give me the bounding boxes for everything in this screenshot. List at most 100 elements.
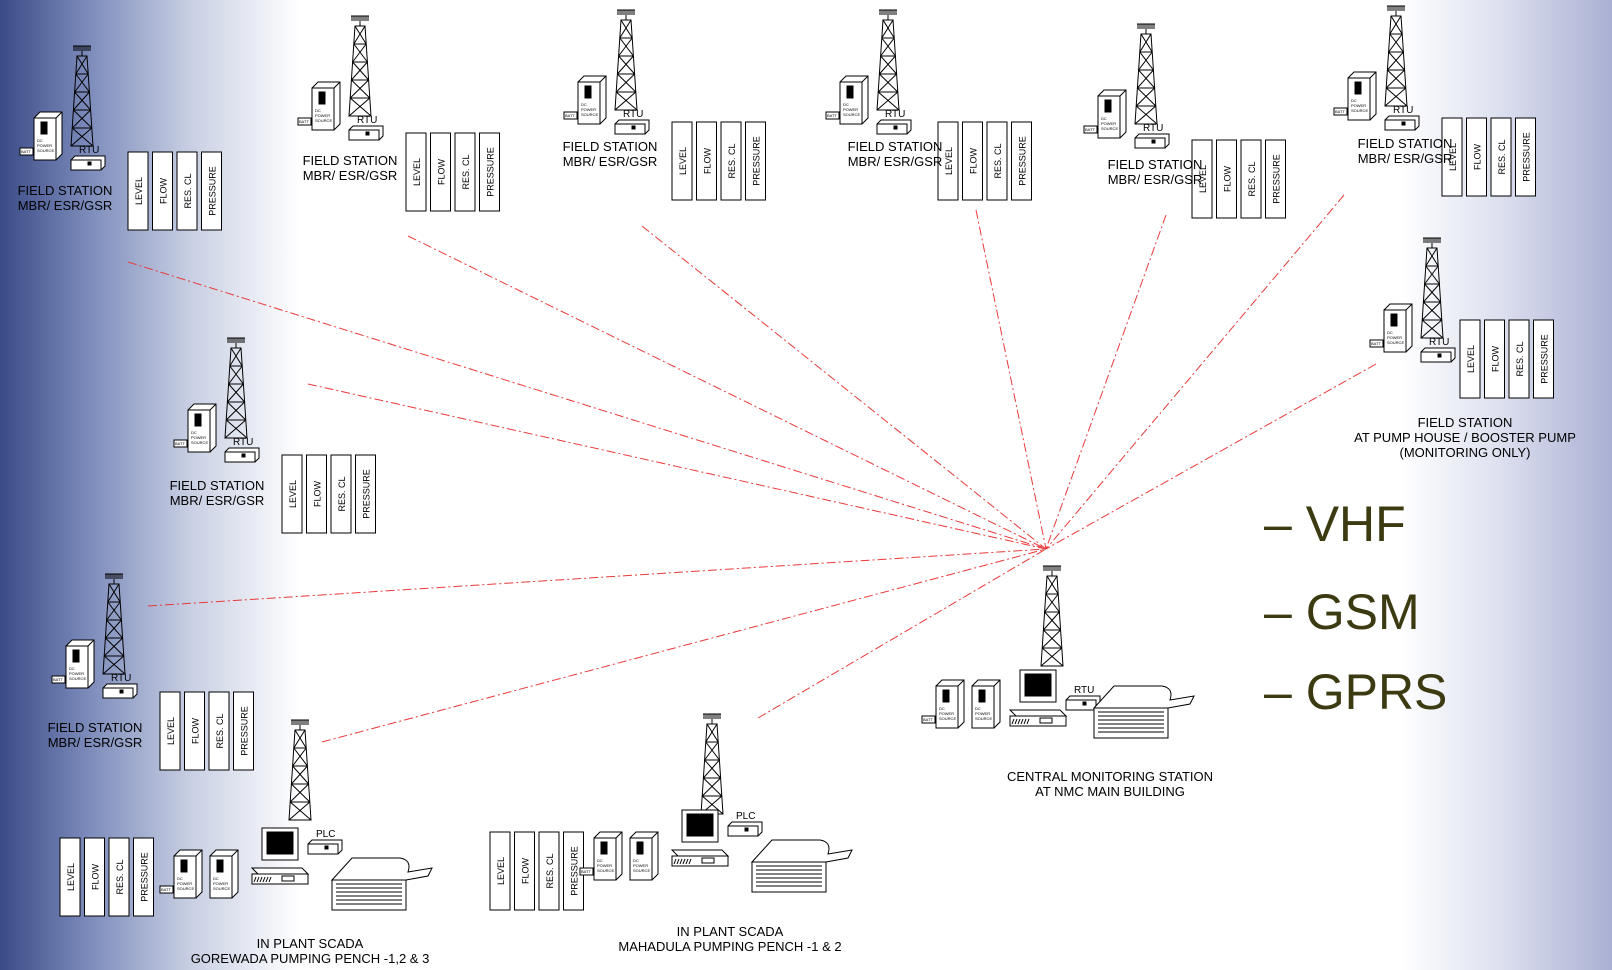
radio-link-9 [147, 548, 1047, 607]
sensor-text: FLOW [1223, 165, 1233, 192]
sensor-pressure: PRESSURE [201, 151, 222, 231]
sensor-text: FLOW [703, 147, 713, 174]
dc-power-source-text: POWER [315, 113, 330, 118]
tower-icon [102, 573, 126, 675]
tower-icon [70, 45, 94, 147]
sensor-pressure: PRESSURE [1011, 121, 1032, 201]
sensor-level: LEVEL [127, 151, 149, 231]
batt-text: BATT [21, 149, 31, 154]
sensor-level: LEVEL [405, 132, 427, 212]
sensor-text: FLOW [313, 480, 323, 507]
dc-power-source-text: DC [191, 430, 197, 435]
batt-text: BATT [1335, 109, 1345, 114]
dc-power-source-text: SOURCE [37, 148, 54, 153]
dc-power-source-text: POWER [191, 435, 206, 440]
sensor-pressure: PRESSURE [1265, 139, 1286, 219]
sensor-pressure: PRESSURE [1533, 319, 1554, 399]
battery-icon: BATT [921, 715, 936, 724]
sensor-res-cl: RES. CL [538, 831, 560, 911]
sensor-res-cl: RES. CL [108, 837, 130, 917]
dc-power-source-text: SOURCE [177, 886, 194, 891]
battery-icon: BATT [825, 111, 840, 120]
rtu-text: RTU [885, 109, 905, 120]
sensor-pressure: PRESSURE [1515, 117, 1536, 197]
radio-link-3 [641, 225, 1047, 550]
sensor-text: RES. CL [337, 476, 347, 511]
tower-icon [224, 337, 248, 439]
dc-power-source-text: POWER [939, 711, 954, 716]
battery-icon: BATT [1083, 125, 1098, 134]
radio-link-4 [975, 209, 1047, 550]
sensor-text: FLOW [969, 147, 979, 174]
sensor-level: LEVEL [937, 121, 959, 201]
dc-power-source-text: DC [1101, 116, 1107, 121]
sensor-flow: FLOW [962, 121, 983, 201]
sensor-text: FLOW [1491, 345, 1501, 372]
tower-icon [1040, 565, 1064, 667]
protocol-gprs: – GPRS [1264, 664, 1448, 720]
rtu-icon: RTU [1420, 337, 1456, 363]
dc-power-source-text: DC [633, 858, 639, 863]
dc-power-source-text: SOURCE [1351, 108, 1368, 113]
tower-icon [1134, 23, 1158, 125]
sensor-text: LEVEL [1466, 345, 1476, 373]
sensor-res-cl: RES. CL [454, 132, 476, 212]
sensor-flow: FLOW [1466, 117, 1487, 197]
sensor-res-cl: RES. CL [176, 151, 198, 231]
sensor-text: LEVEL [496, 857, 506, 885]
rtu-icon: RTU [1065, 685, 1101, 711]
sensor-pressure: PRESSURE [133, 837, 154, 917]
dc-power-source-text: DC [975, 706, 981, 711]
sensor-text: RES. CL [115, 859, 125, 894]
sensor-text: PRESSURE [486, 147, 496, 197]
sensor-res-cl: RES. CL [1490, 117, 1512, 197]
dc-power-source-text: DC [69, 666, 75, 671]
sensor-text: PRESSURE [1272, 154, 1282, 204]
sensor-text: LEVEL [944, 147, 954, 175]
dc-power-source-text: POWER [1387, 335, 1402, 340]
radio-link-11 [757, 548, 1047, 719]
sensor-flow: FLOW [184, 691, 205, 771]
sensor-level: LEVEL [159, 691, 181, 771]
dc-power-source-text: POWER [975, 711, 990, 716]
sensor-text: PRESSURE [240, 706, 250, 756]
rtu-icon: RTU [348, 115, 384, 141]
radio-link-2 [407, 235, 1047, 550]
batt-text: BATT [923, 717, 933, 722]
dc-power-source-text: SOURCE [69, 676, 86, 681]
printer-icon [750, 839, 853, 893]
sensor-text: RES. CL [1247, 161, 1257, 196]
batt-text: BATT [175, 441, 185, 446]
sensor-level: LEVEL [281, 454, 303, 534]
sensor-text: PRESSURE [1522, 132, 1532, 182]
batt-text: BATT [161, 887, 171, 892]
tower-icon [700, 713, 724, 815]
tower-icon [876, 9, 900, 111]
sensor-text: PRESSURE [208, 166, 218, 216]
dc-power-source-text: DC [597, 858, 603, 863]
radio-link-10 [321, 548, 1047, 743]
dc-power-source-text: SOURCE [191, 440, 208, 445]
